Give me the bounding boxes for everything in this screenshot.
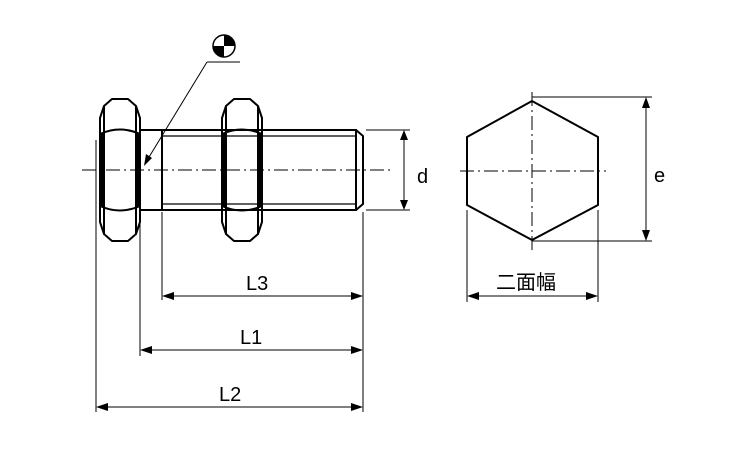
label-width-across-flats: 二面幅 — [496, 271, 556, 294]
dimension-e — [532, 96, 652, 242]
lock-nut — [221, 98, 263, 242]
label-e: e — [654, 165, 665, 187]
label-L3: L3 — [246, 273, 268, 295]
label-L2: L2 — [219, 384, 241, 406]
dimension-width-across-flats — [466, 210, 599, 302]
label-d: d — [417, 166, 428, 188]
hex-end-view — [460, 92, 606, 250]
datum-leader — [144, 61, 240, 166]
dimension-L3 — [162, 292, 363, 300]
label-L1: L1 — [240, 327, 262, 349]
dimension-L1 — [140, 346, 363, 354]
bolt-head — [99, 98, 141, 242]
dimension-d — [366, 129, 410, 211]
dimension-L2 — [96, 403, 363, 411]
quartered-circle-icon — [212, 34, 236, 58]
length-extension-lines — [95, 140, 364, 412]
